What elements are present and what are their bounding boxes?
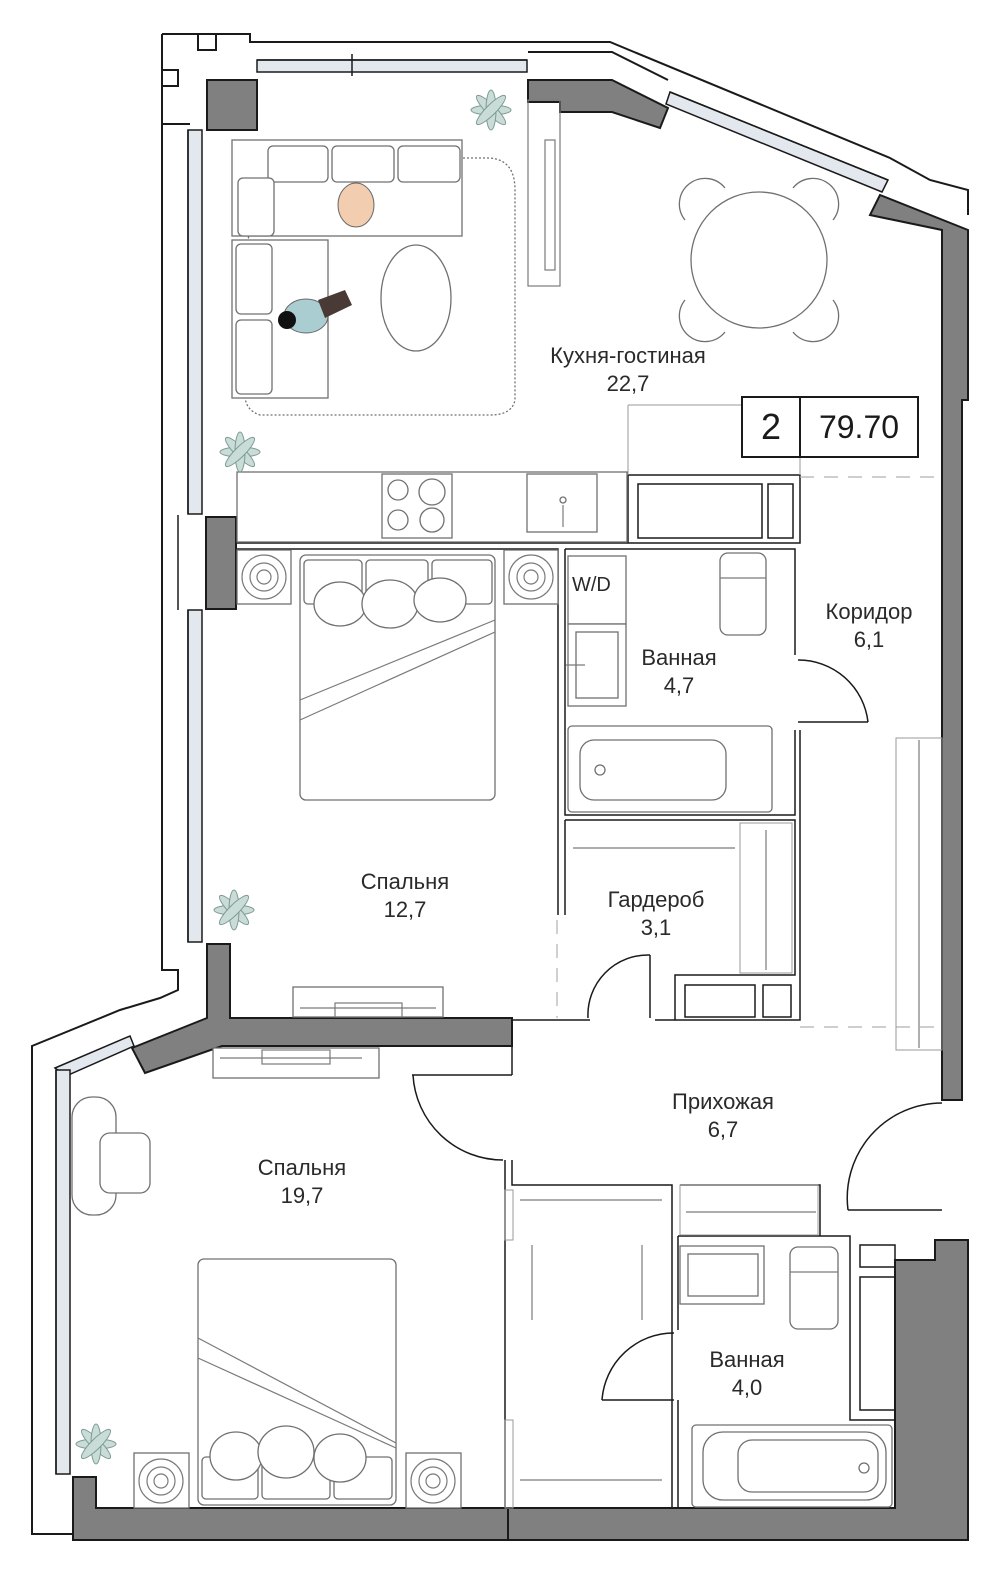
dining-table [678,177,840,343]
room-area: 19,7 [280,1183,324,1208]
plant-icon [219,431,261,473]
bedroom-2-furniture [71,1047,462,1509]
doors [412,659,943,1401]
kitchen-counter [236,471,628,543]
room-area: 4,7 [663,673,695,698]
room-name: Кухня-гостиная [550,343,706,368]
outer-outline [31,33,969,1535]
bedroom-1-furniture [236,549,559,1018]
room-label-hallway: Прихожая 6,7 [672,1088,774,1144]
apartment-badge: 2 79.70 [741,396,919,458]
bathroom-1-fixtures [566,552,773,813]
room-area: 3,1 [640,915,672,940]
rooms-count: 2 [743,398,801,456]
room-name: Гардероб [607,887,705,912]
room-area: 12,7 [383,897,427,922]
room-name: Ванная [641,645,717,670]
room-area: 6,1 [853,627,885,652]
room-area: 4,0 [731,1375,763,1400]
living-room-furniture [231,99,561,416]
room-label-wardrobe: Гардероб 3,1 [608,886,705,942]
room-name: Ванная [709,1347,785,1372]
room-area: 22,7 [606,371,650,396]
room-label-bathroom-2: Ванная 4,0 [709,1346,784,1402]
washer-dryer-label: W/D [572,574,611,596]
plant-icon [75,1423,117,1465]
total-area: 79.70 [818,409,900,445]
room-name: Спальня [257,1155,347,1180]
plant-icons [75,89,512,1465]
windows [53,54,890,1475]
plant-icon [470,89,512,131]
room-name: Прихожая [672,1089,774,1114]
room-name: Коридор [825,599,913,624]
room-label-kitchen-living: Кухня-гостиная 22,7 [550,342,706,398]
wardrobe-racks [504,737,943,1509]
room-area: 6,7 [707,1117,739,1142]
room-label-bedroom-1: Спальня 12,7 [361,868,449,924]
room-label-bathroom-1: Ванная 4,7 [641,644,716,700]
room-label-corridor: Коридор 6,1 [826,598,913,654]
room-label-bedroom-2: Спальня 19,7 [258,1154,346,1210]
plant-icon [213,889,255,931]
room-name: Спальня [360,869,450,894]
walls [72,79,969,1541]
bathroom-2-fixtures [679,1245,893,1508]
